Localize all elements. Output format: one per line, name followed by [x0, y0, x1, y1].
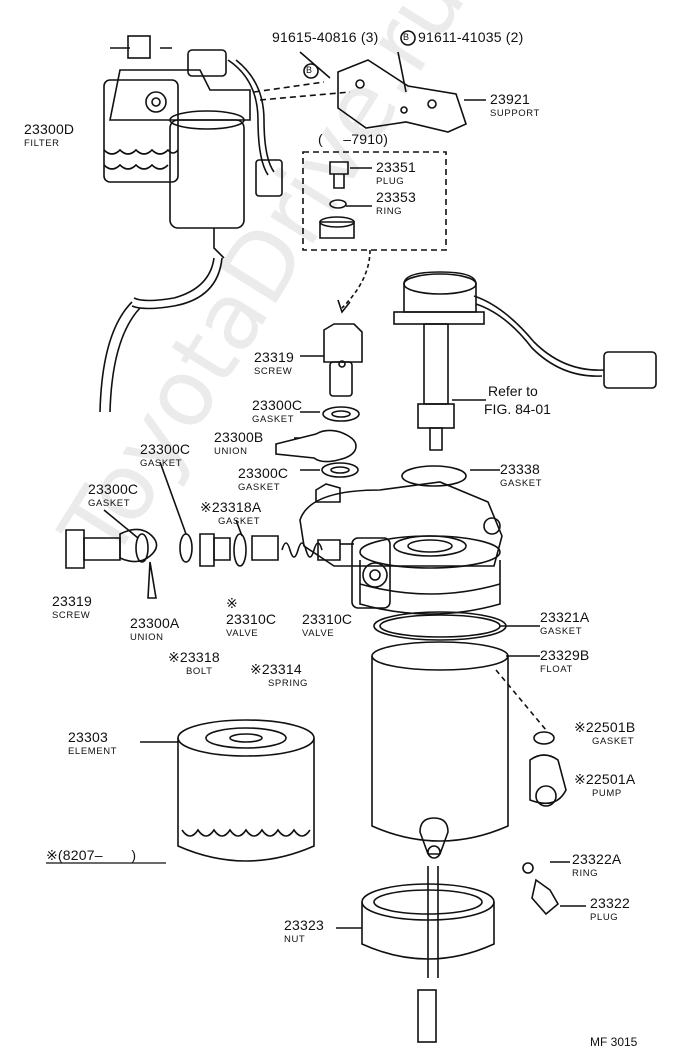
marker-b-1: B — [306, 65, 313, 75]
filter-assembly-top — [99, 35, 351, 413]
marker-b-circle-1 — [303, 63, 319, 79]
filter-element — [140, 719, 315, 862]
range-8207: ※(8207– ) — [46, 847, 137, 863]
marker-b-2: B — [403, 32, 410, 42]
bolt-label-b: 91611-41035 (2) — [418, 29, 524, 45]
refer-to-text: Refer to — [488, 383, 538, 399]
part-23310c-a-mark: ※ — [226, 595, 238, 611]
bolt-label-a: 91615-40816 (3) — [272, 29, 379, 45]
banjo-chain — [275, 323, 363, 478]
range-7910: ( –7910) — [318, 131, 389, 147]
plug-ring-box — [302, 151, 447, 314]
nut — [336, 883, 495, 960]
fig-reference: FIG. 84-01 — [484, 401, 551, 417]
pump-plug — [522, 731, 586, 916]
support-bracket — [299, 51, 486, 133]
valve-chain — [65, 461, 354, 599]
diagram-code: MF 3015 — [590, 1035, 638, 1049]
float-sensor — [393, 271, 657, 487]
marker-b-circle-2 — [400, 30, 416, 46]
main-housing — [299, 481, 547, 1043]
